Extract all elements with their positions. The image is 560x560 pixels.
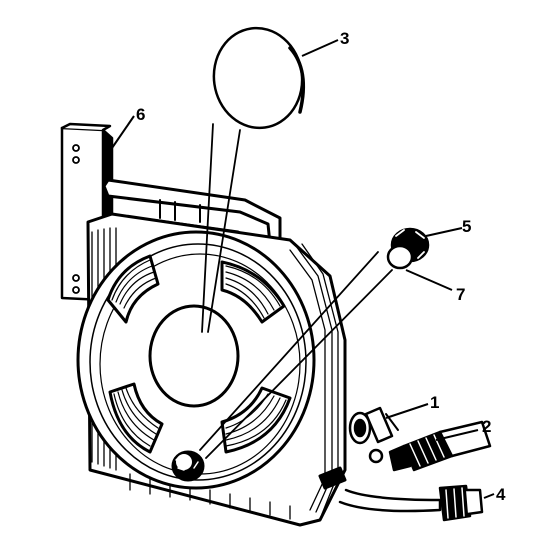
callout-6: 6 (136, 105, 145, 124)
reel-hub (148, 304, 240, 408)
leader-lines (111, 39, 495, 499)
spare-knob (199, 227, 430, 459)
hose-end-connector (338, 484, 484, 522)
reel-window-bottom-left (108, 382, 164, 454)
callout-3: 3 (340, 29, 349, 48)
callout-1: 1 (430, 393, 439, 412)
gasket (386, 244, 414, 270)
reel-drum (76, 230, 316, 490)
callout-5: 5 (462, 217, 471, 236)
callout-4: 4 (496, 485, 506, 504)
reel-window-top-left (106, 254, 160, 324)
callout-7: 7 (456, 285, 465, 304)
callout-labels: 1 2 3 4 5 6 7 (136, 29, 506, 504)
reel-window-bottom-right (220, 386, 292, 454)
reel-window-top-right (220, 260, 286, 324)
hub-cover (201, 26, 306, 333)
spray-nozzle (368, 420, 492, 472)
callout-2: 2 (482, 417, 491, 436)
tap-connector (348, 406, 399, 445)
drum-knob (171, 450, 205, 482)
